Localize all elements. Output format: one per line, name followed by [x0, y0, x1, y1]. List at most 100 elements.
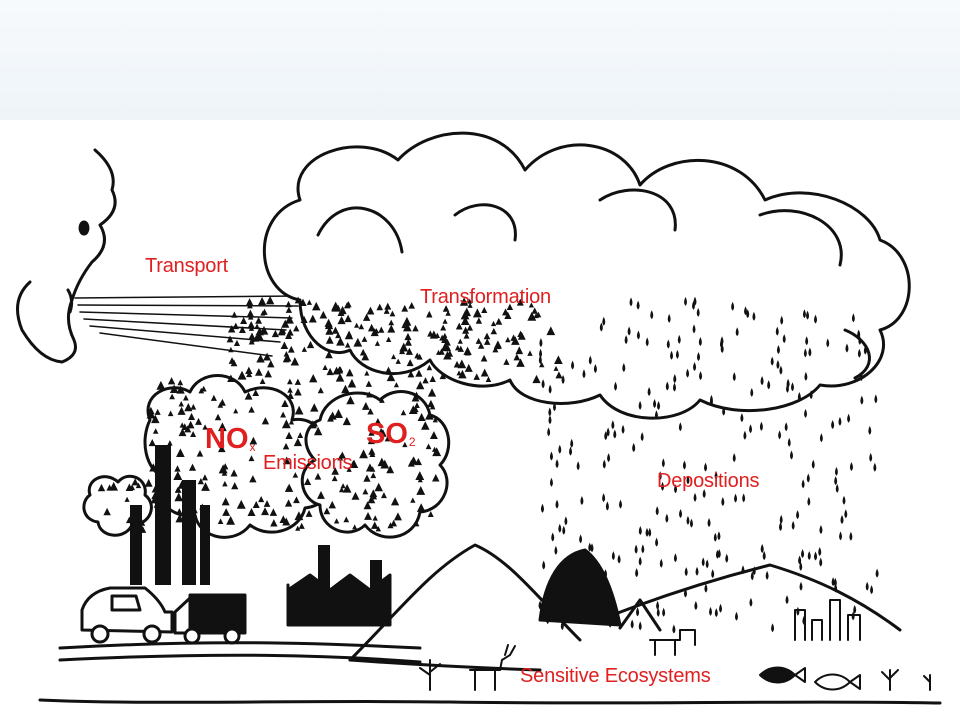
raindrop [851, 313, 855, 323]
particle [370, 521, 379, 529]
raindrop [870, 585, 874, 595]
particle [386, 465, 395, 474]
particle [226, 515, 236, 525]
particle [247, 302, 253, 309]
particle [426, 311, 433, 318]
particle [282, 456, 291, 465]
particle [261, 416, 270, 425]
particle [429, 375, 436, 382]
raindrop [840, 515, 844, 525]
particle [231, 311, 238, 318]
ground-line [38, 658, 942, 705]
particle [404, 332, 412, 341]
particle [265, 296, 275, 305]
particle [231, 482, 239, 490]
particle [286, 328, 294, 336]
particle [169, 393, 175, 400]
raindrop [767, 380, 771, 390]
raindrop [665, 513, 669, 523]
particle [233, 408, 239, 414]
raindrop [771, 623, 775, 633]
raindrop [750, 571, 754, 581]
raindrop [551, 532, 555, 542]
particle [232, 322, 239, 330]
particle [441, 335, 449, 344]
raindrop [776, 359, 780, 369]
particle [527, 350, 533, 356]
particle [515, 346, 524, 355]
particle [414, 457, 422, 466]
particle [285, 314, 294, 324]
particle [366, 391, 373, 398]
raindrop [588, 355, 592, 365]
particle [402, 441, 408, 448]
raindrop [787, 437, 791, 447]
particle [369, 489, 378, 498]
raindrop [635, 568, 639, 578]
particle [416, 380, 425, 390]
particle [197, 478, 204, 485]
particle [416, 503, 426, 512]
raindrop [638, 556, 642, 566]
particle [304, 477, 312, 486]
raindrop [734, 611, 738, 621]
raindrop [570, 438, 574, 448]
particle [240, 317, 248, 325]
raindrop [656, 607, 660, 617]
particle [417, 413, 426, 422]
raindrop [636, 300, 640, 310]
particle [228, 346, 234, 353]
particle [342, 416, 351, 426]
particle [427, 399, 435, 408]
raindrop [662, 607, 666, 617]
raindrop [776, 345, 780, 355]
particle [195, 417, 203, 425]
particle [366, 306, 375, 315]
raindrop [865, 581, 869, 591]
particle [427, 388, 437, 397]
particle [283, 354, 292, 362]
particle [282, 519, 289, 526]
raindrop [857, 329, 861, 339]
particle [176, 385, 185, 394]
raindrop [539, 338, 543, 348]
particle [125, 483, 134, 492]
raindrop [760, 543, 764, 553]
raindrop [797, 391, 801, 401]
raindrop [571, 360, 575, 370]
particle [446, 350, 454, 357]
particle [459, 297, 469, 306]
particle [362, 488, 369, 495]
truck-icon [173, 593, 247, 645]
particle [425, 410, 434, 420]
particle [222, 463, 229, 470]
particle [425, 443, 432, 450]
so2-base: SO [366, 418, 408, 450]
raindrop [874, 394, 878, 404]
particle [378, 326, 385, 333]
raindrop [819, 524, 823, 534]
particle [331, 326, 340, 334]
particle [151, 485, 160, 493]
particle [246, 298, 254, 306]
particle [255, 316, 263, 324]
particle [301, 346, 307, 352]
raindrop [704, 583, 708, 593]
particle [440, 324, 447, 331]
particle [399, 342, 409, 352]
particle [173, 471, 183, 480]
particle [281, 419, 291, 429]
particle [335, 373, 345, 382]
raindrop [873, 462, 877, 472]
particle [457, 338, 463, 344]
particle [325, 326, 334, 335]
raindrop [752, 311, 756, 321]
raindrop [857, 348, 861, 358]
raindrop [600, 576, 604, 586]
raindrop [735, 327, 739, 337]
particle [422, 377, 429, 384]
top-band [0, 0, 960, 120]
particle [323, 507, 331, 515]
particle [294, 511, 304, 521]
particle [228, 325, 236, 333]
